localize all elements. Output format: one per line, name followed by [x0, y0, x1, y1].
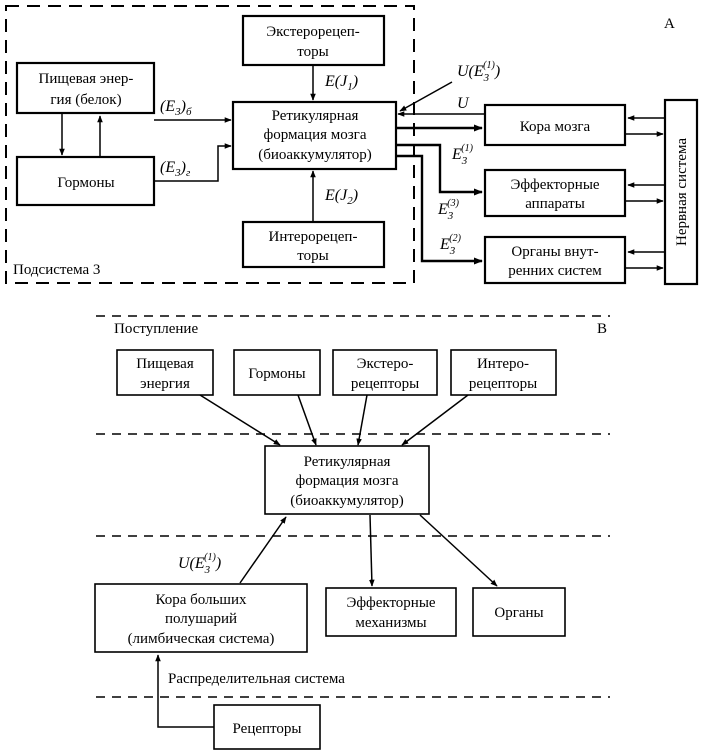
arrow-reticular-to-organs	[396, 154, 483, 265]
hormones-b-label: Гормоны	[248, 366, 305, 382]
organs-b-label: Органы	[494, 605, 543, 621]
arrow-receptors-to-cortex-b	[155, 654, 214, 728]
food-energy-b-line2: энергия	[140, 376, 190, 392]
organs-a-line2: ренних систем	[508, 263, 602, 279]
cortex-b-line1: Кора больших	[155, 592, 247, 608]
food-energy-box-b	[116, 349, 214, 396]
arrow-food-to-reticular-b	[199, 394, 281, 446]
arrow-extero-to-reticular-b	[356, 394, 368, 446]
panel-a-label: A	[664, 16, 675, 32]
reticular-a-line2: формация мозга	[264, 127, 367, 143]
receptors-b-label: Рецепторы	[233, 721, 302, 737]
nervous-system-label: Нервная система	[674, 138, 690, 246]
arrow-hormones-to-reticular	[154, 143, 232, 182]
label-e32-a: E3(2)	[439, 233, 462, 257]
cortex-a-label: Кора мозга	[520, 119, 591, 135]
cortex-b-line3: (лимбическая система)	[128, 631, 275, 647]
cortex-box-b	[94, 583, 308, 653]
arrow-reticular-to-effectors-b	[369, 514, 375, 587]
distribution-label: Распределительная система	[168, 671, 345, 687]
reticular-a-line3: (биоаккумулятор)	[258, 147, 372, 163]
exteroceptors-a-line1: Экстерорецеп-	[266, 24, 360, 40]
subsystem-3-label: Подсистема 3	[13, 262, 100, 278]
exteroceptors-b-line2: рецепторы	[351, 376, 419, 392]
nervous-system-box-a	[663, 98, 699, 286]
panel-b-label: B	[597, 321, 607, 337]
interoceptors-box-a	[241, 220, 386, 269]
food-energy-a-line1: Пищевая энер-	[39, 71, 134, 87]
exteroceptors-b-line1: Экстеро-	[357, 356, 414, 372]
intake-label: Поступление	[114, 321, 198, 337]
reticular-b-line3: (биоаккумулятор)	[290, 493, 404, 509]
food-energy-a-line2: гия (белок)	[50, 92, 121, 108]
label-e33-a: E3(3)	[437, 198, 460, 222]
reticular-b-line1: Ретикулярная	[304, 454, 391, 470]
arrow-cortex-to-reticular-b	[239, 516, 287, 584]
label-u-a: U	[457, 95, 470, 112]
reticular-box-a	[231, 100, 398, 171]
interoceptors-a-line1: Интерорецеп-	[269, 229, 358, 245]
label-e3-g: (E3)г	[160, 159, 191, 179]
reticular-a-line1: Ретикулярная	[272, 108, 359, 124]
organs-a-line1: Органы внут-	[511, 244, 598, 260]
effectors-b-line1: Эффекторные	[346, 595, 435, 611]
reticular-box-b	[264, 445, 430, 515]
label-u-e31-a: U(E3(1))	[457, 60, 500, 84]
effectors-box-b	[325, 587, 457, 637]
label-e31-a: E3(1)	[451, 143, 474, 167]
arrow-reticular-to-organs-b	[419, 514, 498, 587]
organs-box-b	[472, 587, 566, 637]
label-e3-b: (E3)б	[160, 98, 192, 118]
cortex-b-line2: полушарий	[165, 611, 237, 627]
exteroceptors-box-a	[241, 14, 386, 67]
effectors-a-line2: аппараты	[525, 196, 585, 212]
reticular-b-line2: формация мозга	[296, 473, 399, 489]
interoceptors-a-line2: торы	[297, 248, 328, 264]
food-energy-box-a	[15, 61, 156, 115]
label-e-j2: E(J2)	[324, 187, 358, 207]
effectors-b-line2: механизмы	[355, 615, 426, 631]
effectors-box-a	[483, 168, 627, 218]
food-energy-b-line1: Пищевая	[136, 356, 194, 372]
interoceptors-b-line1: Интеро-	[477, 356, 529, 372]
hormones-a-label: Гормоны	[57, 175, 114, 191]
label-u-e31-b: U(E3(1))	[178, 552, 221, 576]
hormones-box-b	[233, 349, 321, 396]
arrow-u-e31-to-reticular	[399, 81, 453, 112]
arrow-reticular-to-effectors	[396, 143, 483, 196]
exteroceptors-a-line2: торы	[297, 44, 328, 60]
interoceptors-box-b	[450, 349, 557, 396]
organs-box-a	[483, 235, 627, 285]
effectors-a-line1: Эффекторные	[510, 177, 599, 193]
arrow-intero-to-reticular-b	[401, 394, 469, 446]
exteroceptors-box-b	[332, 349, 438, 396]
interoceptors-b-line2: рецепторы	[469, 376, 537, 392]
cortex-box-a	[483, 103, 627, 147]
arrow-hormones-to-reticular-b	[297, 394, 317, 446]
label-e-j1: E(J1)	[324, 73, 358, 93]
